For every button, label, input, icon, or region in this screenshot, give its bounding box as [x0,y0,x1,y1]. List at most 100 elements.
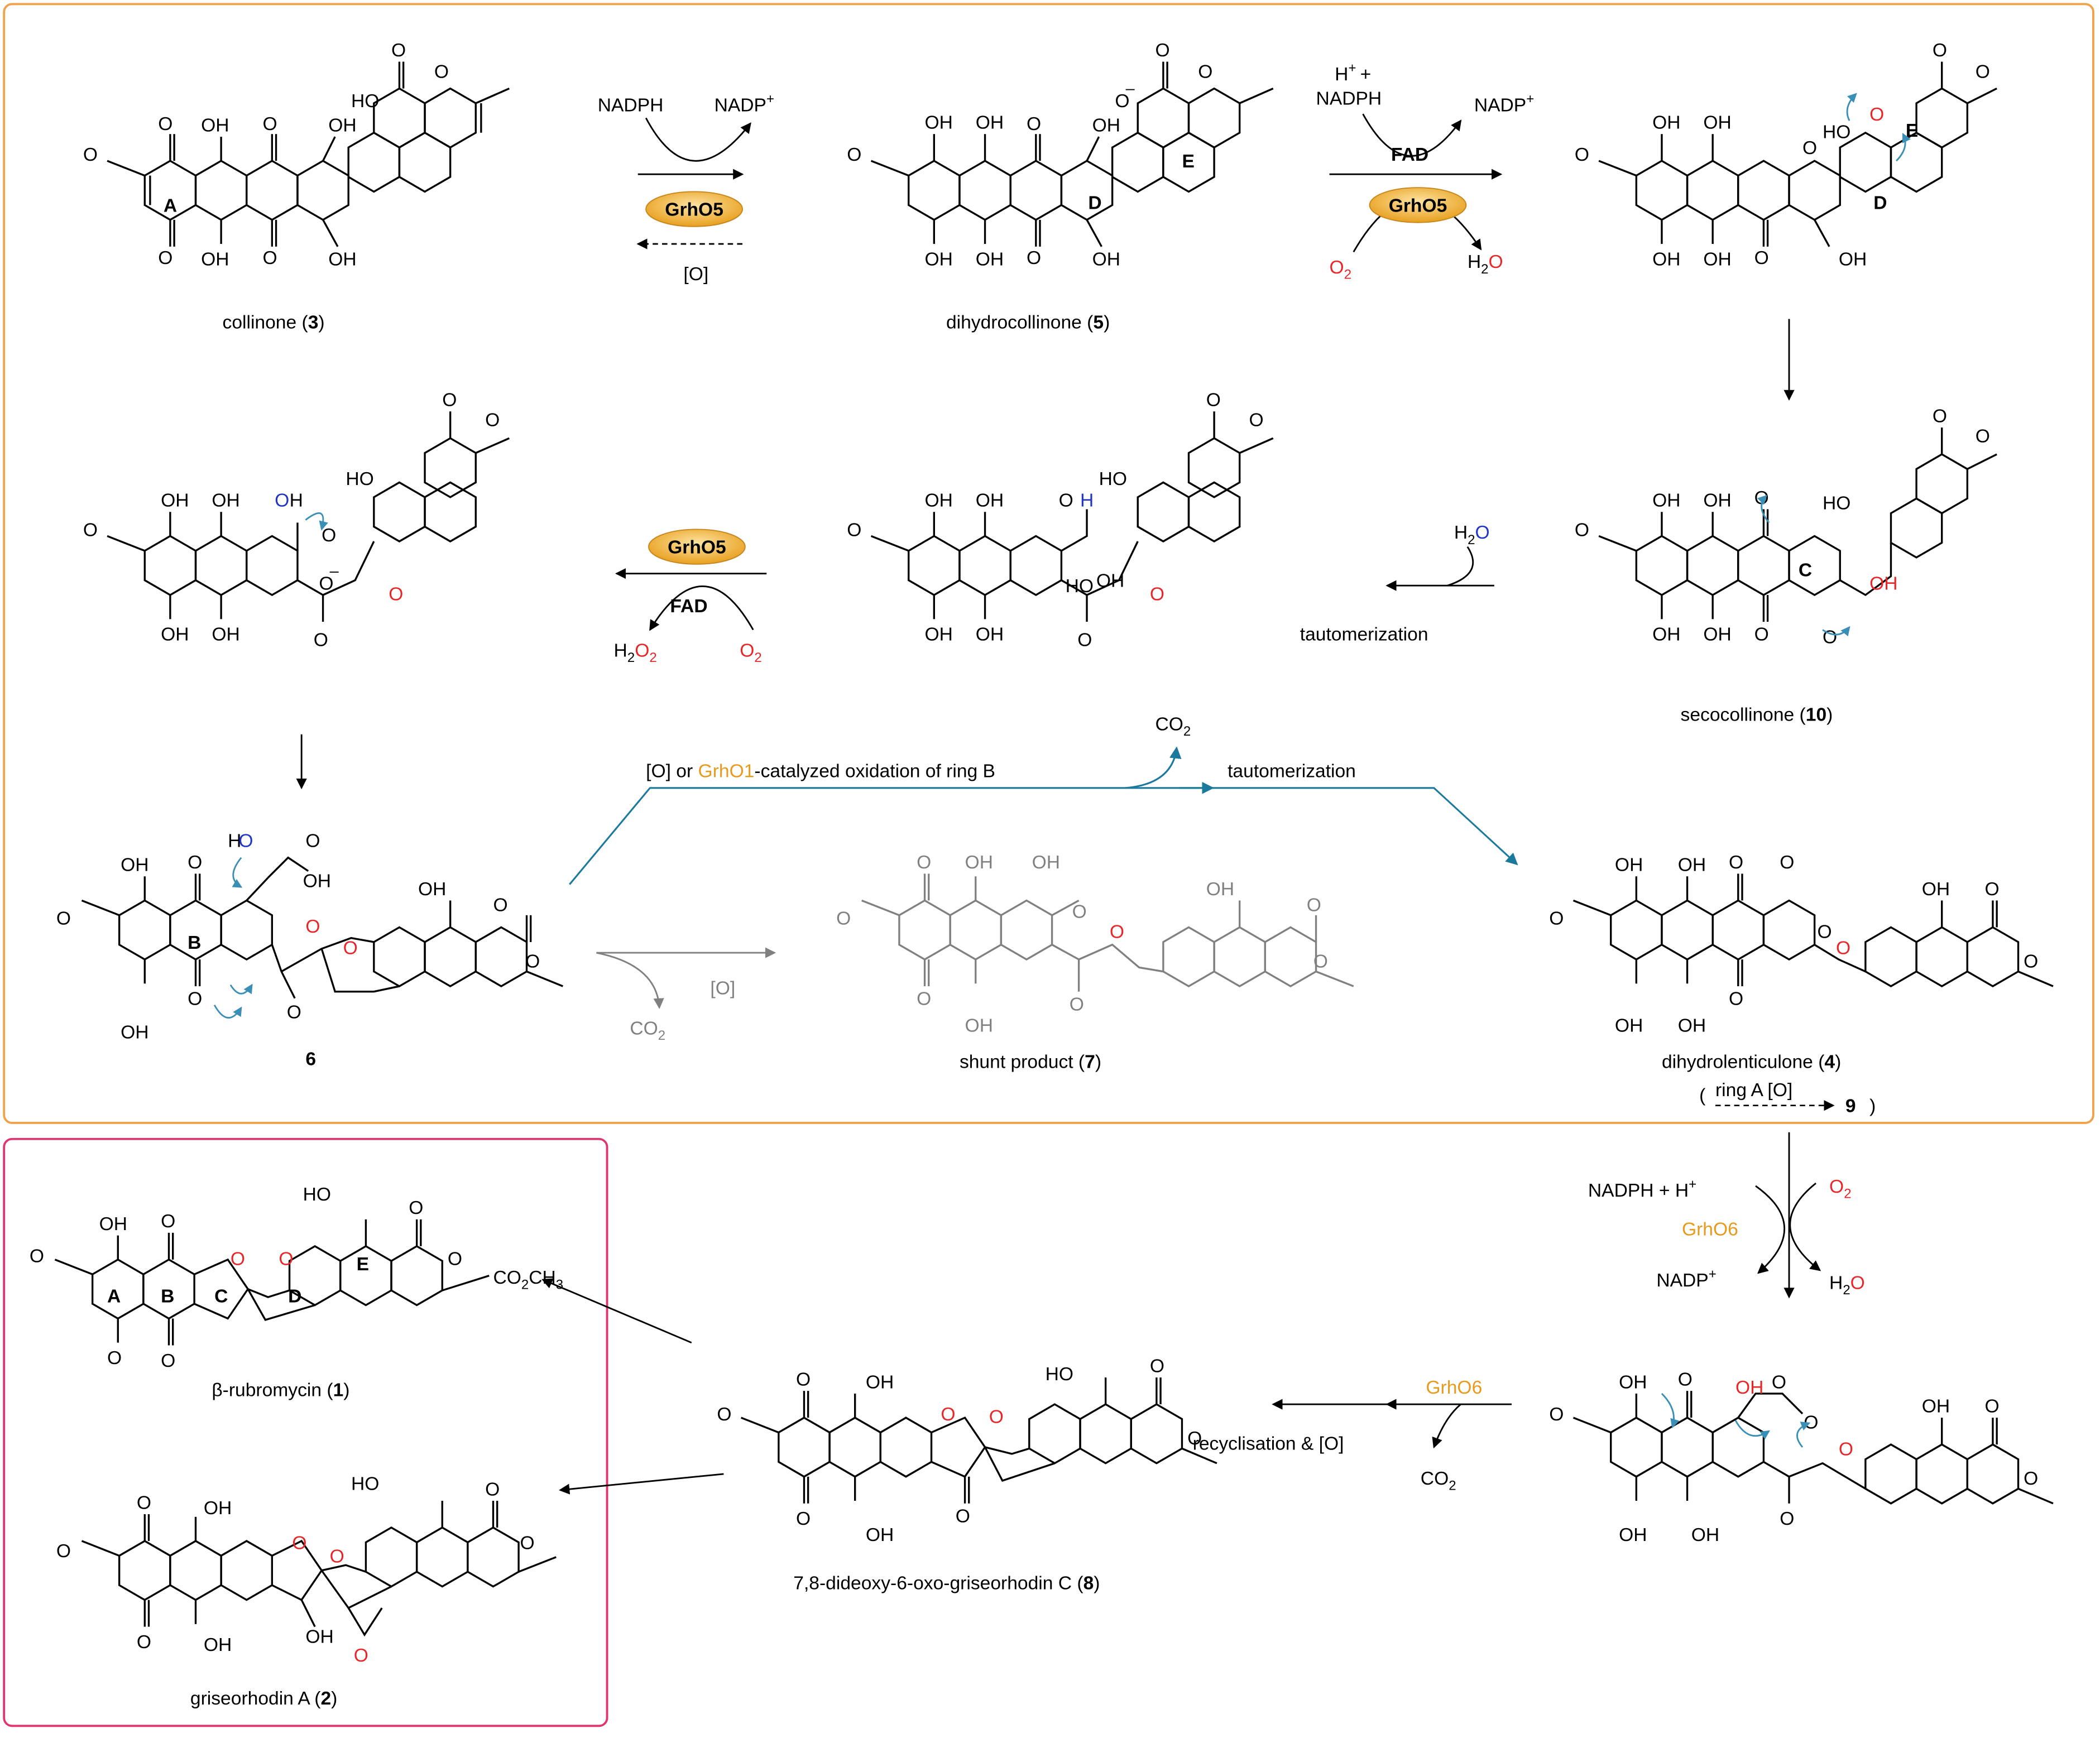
svg-text:O: O [56,1541,71,1562]
secocollinone-structure [1598,427,1997,622]
svg-text:O: O [161,1211,175,1232]
svg-text:O: O [389,584,403,605]
shunt-product-structure [861,873,1354,992]
svg-text:O: O [796,1509,811,1529]
svg-text:O: O [314,630,328,650]
svg-text:recyclisation & [O]: recyclisation & [O] [1193,1434,1344,1454]
hydroxylated-lactone-structure [1572,1391,2054,1505]
svg-text:GrhO6: GrhO6 [1682,1220,1738,1240]
enzyme-pill-grho5-2: GrhO5 [1369,187,1467,223]
svg-text:O: O [1249,410,1264,431]
svg-text:CO2: CO2 [630,1018,665,1043]
svg-text:[O]: [O] [710,978,735,998]
svg-text:OH: OH [1092,115,1120,136]
svg-text:O: O [188,852,202,873]
dideoxy-label: 7,8-dideoxy-6-oxo-griseorhodin C (8) [793,1573,1100,1593]
svg-text:OH: OH [1691,1525,1719,1545]
svg-text:OH: OH [1652,113,1680,133]
svg-text:O: O [1549,1404,1564,1425]
svg-text:O: O [1780,852,1794,873]
svg-text:O: O [1754,248,1769,268]
svg-text:O2: O2 [1330,257,1352,282]
svg-text:O: O [1869,104,1884,125]
enzyme-pill-grho5-1: GrhO5 [645,191,743,227]
shunt-product-labels: O O O OH OH OH O O O OH O O [836,852,1328,1036]
svg-text:OH: OH [305,1626,333,1647]
svg-text:HO: HO [1823,122,1850,142]
svg-text:A: A [107,1286,121,1307]
product-arrows [541,1278,724,1495]
svg-text:O: O [1985,879,2000,900]
svg-text:O: O [956,1506,970,1526]
dihydrocollinone-labels: O OH OH OH OH O O OH OH O – O O D E dihy… [847,40,1212,333]
svg-text:OH: OH [1703,625,1731,645]
svg-text:O: O [343,938,358,958]
svg-text:O: O [520,1533,534,1553]
svg-text:H: H [1080,491,1094,511]
svg-text:O: O [83,520,98,540]
svg-text:O: O [1802,138,1817,159]
carboxylate-intermediate-structure [107,411,510,622]
svg-text:NADP+: NADP+ [1474,92,1534,116]
step4-labels: FAD H2O2 O2 [614,596,762,665]
rubromycin-labels: O OH O O O O O HO O O CO2CH3 A B C D E β… [30,1184,563,1401]
svg-text:O: O [941,1404,955,1425]
step8-labels: NADPH + H+ O2 GrhO6 NADP+ H2O [1588,1177,1865,1298]
svg-text:O: O [1150,584,1164,605]
svg-text:O: O [391,40,406,61]
curved-electron-arrow-3 [305,512,328,531]
svg-text:[O] or GrhO1-catalyzed oxidati: [O] or GrhO1-catalyzed oxidation of ring… [646,761,995,782]
svg-text:O: O [330,1546,344,1567]
svg-text:OH: OH [1735,1377,1763,1398]
svg-text:O: O [275,491,289,511]
svg-text:O: O [847,520,861,540]
svg-text:OH: OH [201,249,229,270]
svg-text:O: O [158,248,172,268]
svg-text:O: O [1823,627,1837,647]
svg-text:O: O [30,1246,44,1267]
svg-text:OH: OH [925,625,953,645]
dihydrocollinone-label: dihydrocollinone (5) [946,312,1110,333]
svg-text:O: O [305,830,320,851]
svg-text:O: O [836,909,851,929]
svg-text:O2: O2 [1829,1177,1852,1202]
svg-text:–: – [330,562,339,580]
svg-text:H: H [290,491,303,511]
svg-text:O: O [279,1249,293,1269]
svg-text:O: O [2024,1468,2038,1489]
svg-text:OH: OH [328,249,356,270]
svg-text:C: C [214,1286,228,1307]
collinone-labels: O O O O O OH OH OH OH HO O O A collinone… [83,40,449,333]
curved-electron-arrows-1 [1846,93,1911,162]
svg-text:O: O [917,989,931,1010]
svg-text:A: A [164,195,177,216]
svg-text:O: O [1804,1412,1818,1433]
svg-text:OH: OH [161,625,189,645]
curved-electron-arrows-2 [1757,494,1850,637]
svg-text:OH: OH [201,115,229,136]
svg-text:H2O: H2O [1468,252,1503,277]
svg-text:O: O [1059,491,1073,511]
svg-text:tautomerization: tautomerization [1300,625,1428,645]
svg-text:O: O [1575,145,1589,165]
svg-text:OH: OH [1839,249,1867,270]
svg-text:OH: OH [121,1022,148,1043]
products-frame [3,1137,608,1727]
svg-text:OH: OH [1678,855,1706,876]
svg-text:HO: HO [351,1474,379,1495]
svg-text:C: C [1799,560,1812,580]
step6-arrows [596,947,776,1009]
griseorhodin-labels: O O O OH OH O O OH O HO O O griseorhodin… [56,1474,535,1709]
svg-text:O: O [847,145,861,165]
svg-text:O: O [322,525,336,546]
curved-electron-arrows-4 [213,857,253,1019]
svg-text:O: O [263,248,277,268]
svg-text:E: E [1906,121,1918,141]
svg-text:OH: OH [925,249,953,270]
svg-text:OH: OH [866,1372,894,1393]
svg-text:9: 9 [1845,1096,1856,1117]
svg-text:OH: OH [976,625,1004,645]
step7: ( ring A [O] 9 ) [1699,1080,1876,1117]
main-pathway-frame [3,3,2094,1124]
rubromycin-structure [54,1219,490,1346]
